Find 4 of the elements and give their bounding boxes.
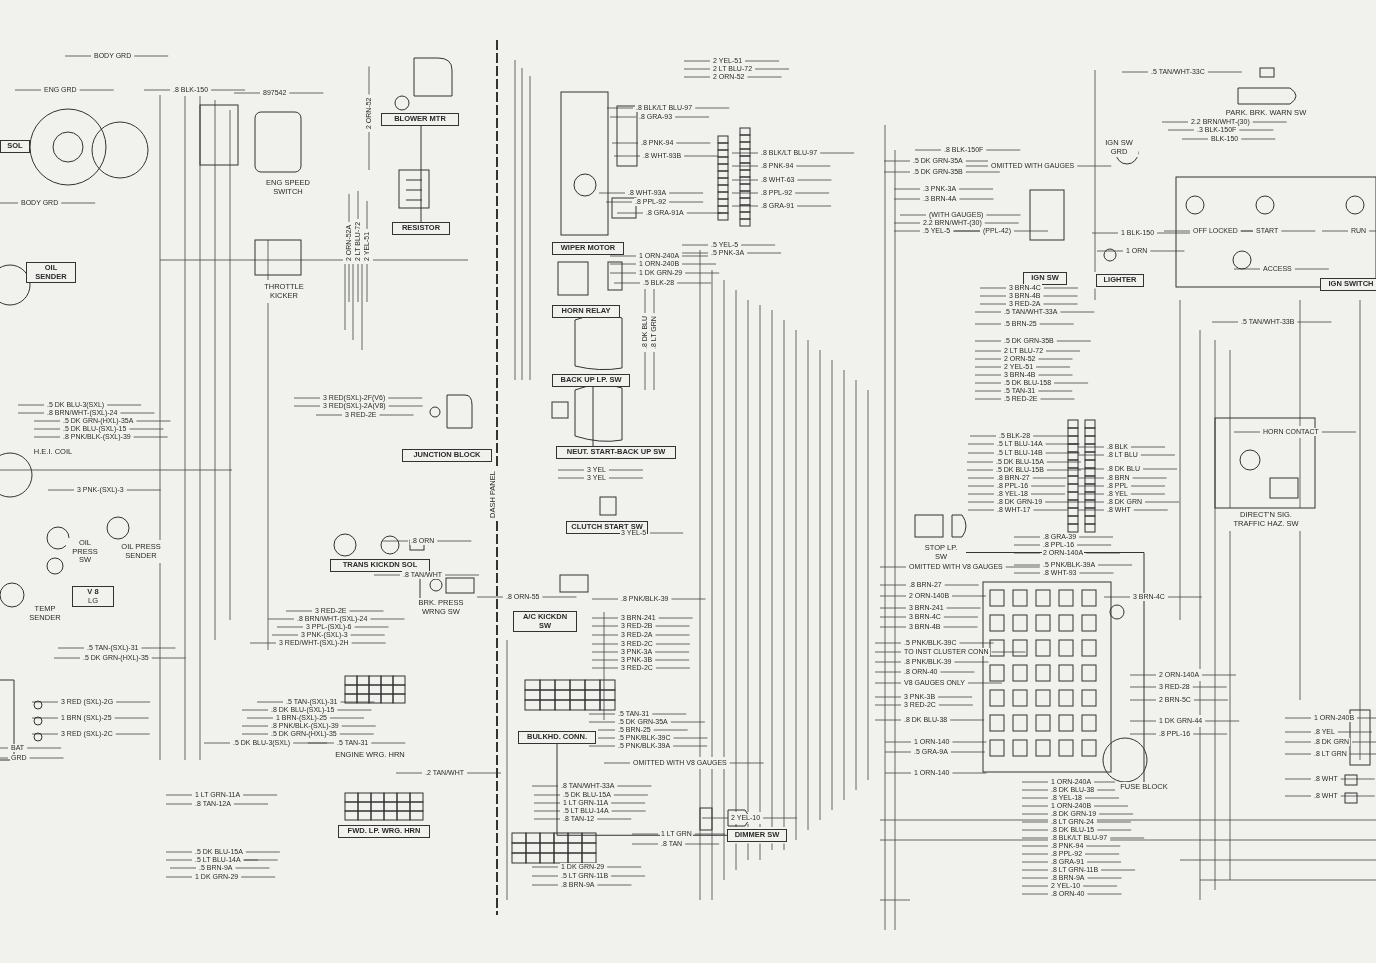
- wire: [965, 552, 1145, 783]
- wire: [420, 125, 422, 223]
- wire: [556, 743, 728, 836]
- wire: [592, 386, 594, 447]
